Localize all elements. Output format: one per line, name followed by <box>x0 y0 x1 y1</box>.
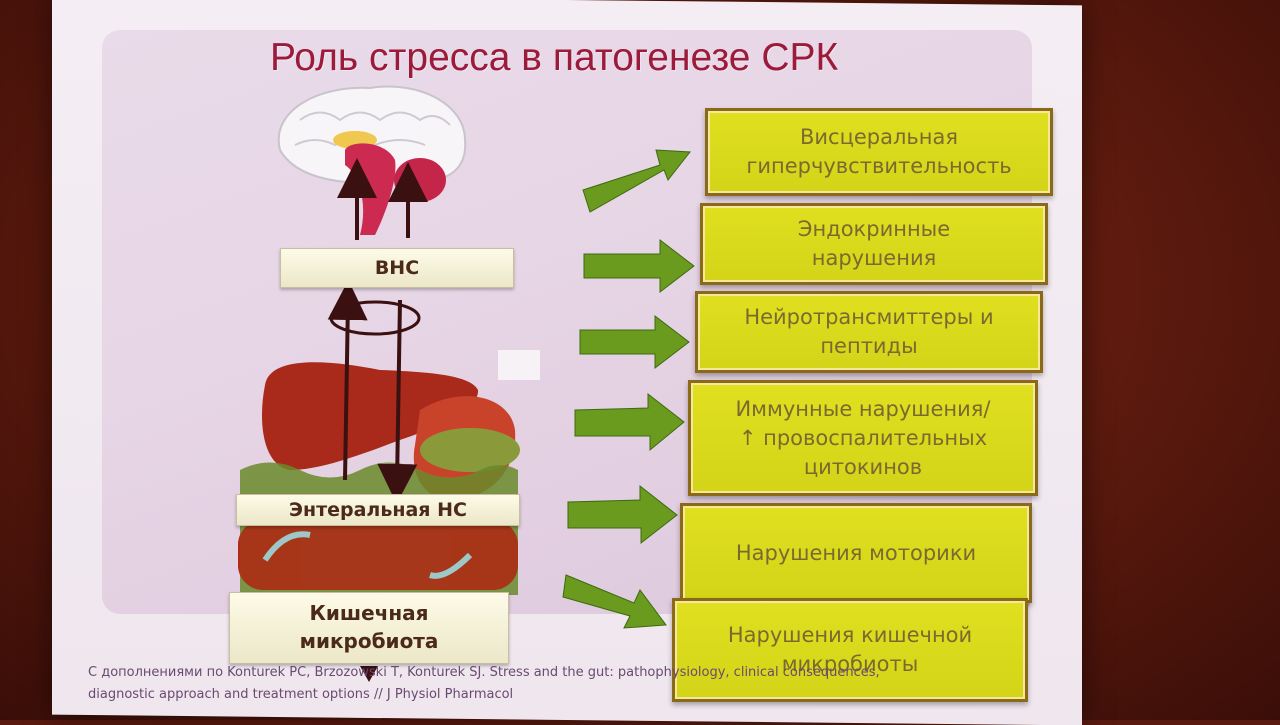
effect-text: цитокинов <box>803 454 923 479</box>
brain-icon <box>277 85 467 235</box>
slide-title: Роль стресса в патогенезе СРК <box>270 36 839 79</box>
effect-box-visceral: Висцеральная гиперчувствительность <box>705 108 1053 196</box>
effect-text: пептиды <box>820 334 918 358</box>
effect-text: Эндокринные <box>797 217 951 241</box>
effect-text: микробиоты <box>781 652 919 676</box>
effect-box-neurotransmitters: Нейротрансмиттеры и пептиды <box>695 291 1043 373</box>
blank-square <box>498 350 540 380</box>
arrow-icon <box>562 149 695 629</box>
effect-text: Иммунные нарушения/ <box>735 396 991 421</box>
effect-box-endocrine: Эндокринные нарушения <box>700 203 1048 285</box>
effect-box-microbiota: Нарушения кишечной микробиоты <box>672 598 1028 702</box>
label-microbiota-line2: микробиота <box>299 629 439 653</box>
label-ens: Энтеральная НС <box>236 494 520 526</box>
effect-text: Висцеральная <box>799 125 959 149</box>
label-microbiota: Кишечная микробиота <box>229 592 509 664</box>
effect-text: Нарушения моторики <box>735 540 977 565</box>
digestive-organs-icon <box>238 362 520 595</box>
label-vns: ВНС <box>280 248 514 288</box>
effect-text: Нейротрансмиттеры и <box>744 305 994 329</box>
label-microbiota-line1: Кишечная <box>309 601 429 625</box>
footnote-line: diagnostic approach and treatment option… <box>88 687 514 702</box>
effect-box-motility: Нарушения моторики <box>680 503 1032 603</box>
effect-box-immune: Иммунные нарушения/ ↑ провоспалительных … <box>688 380 1038 496</box>
effect-text: Нарушения кишечной <box>727 623 973 647</box>
effect-text: ↑ провоспалительных <box>738 425 988 450</box>
reference-footnote: С дополнениями по Konturek PC, Brzozowsk… <box>88 662 1028 706</box>
effect-text: нарушения <box>811 246 937 270</box>
footnote-line: С дополнениями по Konturek PC, Brzozowsk… <box>88 665 880 680</box>
effect-text: гиперчувствительность <box>746 154 1012 178</box>
